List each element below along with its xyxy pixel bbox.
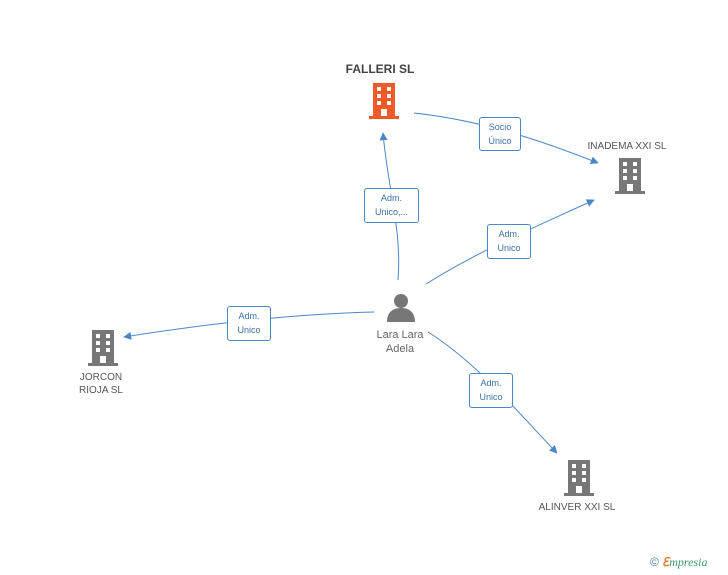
person-icon [387, 294, 415, 322]
edge-label-adm-jorcon[interactable]: Adm. Unico [227, 306, 271, 341]
node-label-alinver[interactable]: ALINVER XXI SL [538, 502, 616, 513]
person-icon-lara[interactable] [386, 292, 416, 327]
node-label-jorcon[interactable]: JORCON RIOJA SL [79, 372, 123, 396]
building-icon-jorcon[interactable] [87, 330, 119, 371]
building-icon-inadema[interactable] [614, 158, 646, 199]
brand-initial: ℇ [661, 555, 670, 569]
node-label-inadema[interactable]: INADEMA XXI SL [587, 141, 667, 152]
empresia-logo: ©ℇmpresia [650, 555, 707, 570]
building-icon-alinver[interactable] [563, 460, 595, 501]
node-label-lara[interactable]: Lara Lara Adela [376, 329, 424, 355]
copyright-symbol: © [650, 555, 659, 569]
building-icon-falleri[interactable] [368, 83, 400, 124]
brand-name: mpresia [669, 555, 708, 569]
building-icon [369, 83, 399, 119]
edge-label-adm-alinver[interactable]: Adm. Unico [469, 373, 513, 408]
node-label-falleri[interactable]: FALLERI SL [345, 62, 415, 76]
building-icon [88, 330, 118, 366]
edge-label-socio-unico[interactable]: Socio Único [479, 117, 521, 151]
edge-label-adm-inadema[interactable]: Adm. Unico [487, 224, 531, 259]
building-icon [564, 460, 594, 496]
edge-label-adm-falleri[interactable]: Adm. Unico,... [364, 188, 419, 223]
building-icon [615, 158, 645, 194]
